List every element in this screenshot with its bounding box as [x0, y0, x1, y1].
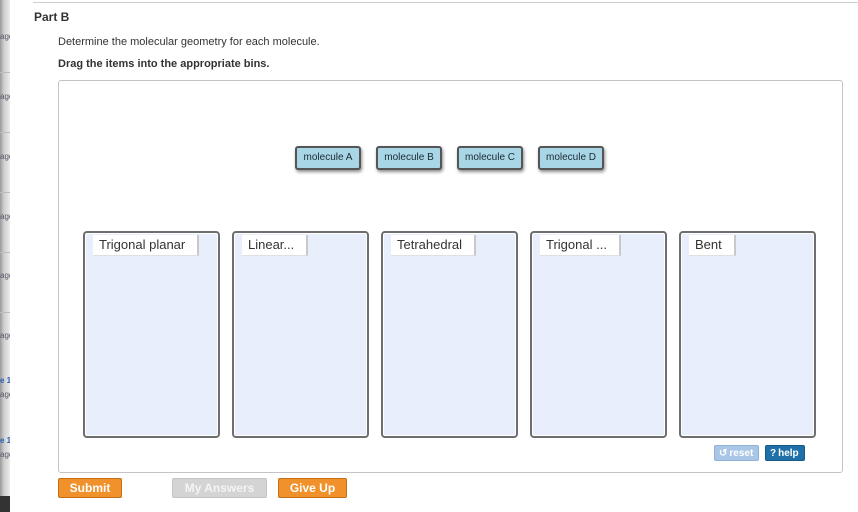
help-button[interactable]: ?help [765, 445, 805, 461]
sidebar-fragment[interactable]: agc [0, 331, 10, 340]
sidebar-fragment[interactable]: e 1 [0, 436, 10, 445]
bin-trigonal[interactable]: Trigonal ... [530, 231, 667, 438]
sidebar-fragment[interactable]: e 1 [0, 376, 10, 385]
reset-icon: ↺ [719, 448, 728, 459]
sidebar-fragment[interactable]: agc [0, 92, 10, 101]
sidebar-clipped: agc agc agc agc agc agc e 1 agc e 1 agc [0, 0, 10, 512]
sidebar-divider [0, 132, 10, 133]
submit-button[interactable]: Submit [58, 478, 122, 498]
bin-label: Tetrahedral [391, 235, 477, 256]
bin-tetrahedral[interactable]: Tetrahedral [381, 231, 518, 438]
sidebar-divider [0, 192, 10, 193]
sidebar-divider [0, 252, 10, 253]
help-label: help [778, 448, 799, 459]
bin-label: Trigonal planar [93, 235, 200, 256]
sidebar-fragment[interactable]: agc [0, 271, 10, 280]
reset-button[interactable]: ↺reset [714, 445, 759, 461]
sidebar-fragment[interactable]: agc [0, 450, 10, 459]
section-divider [33, 2, 858, 3]
bin-trigonal-planar[interactable]: Trigonal planar [83, 231, 220, 438]
sidebar-scrollbar[interactable] [0, 496, 10, 512]
bin-bent[interactable]: Bent [679, 231, 816, 438]
draggable-molecule-a[interactable]: molecule A [295, 146, 361, 170]
my-answers-button[interactable]: My Answers [172, 478, 267, 498]
sidebar-divider [0, 72, 10, 73]
sidebar-fragment[interactable]: agc [0, 32, 10, 41]
question-text: Determine the molecular geometry for eac… [58, 36, 320, 48]
bin-linear[interactable]: Linear... [232, 231, 369, 438]
sidebar-divider [0, 312, 10, 313]
sidebar-fragment[interactable]: agc [0, 152, 10, 161]
draggable-molecule-c[interactable]: molecule C [457, 146, 523, 170]
bin-label: Bent [689, 235, 736, 256]
sidebar-fragment[interactable]: agc [0, 212, 10, 221]
help-icon: ? [770, 448, 777, 459]
sidebar-fragment[interactable]: agc [0, 390, 10, 399]
bin-label: Trigonal ... [540, 235, 621, 256]
instructions-text: Drag the items into the appropriate bins… [58, 58, 270, 70]
bin-label: Linear... [242, 235, 309, 256]
draggable-molecule-b[interactable]: molecule B [376, 146, 442, 170]
reset-label: reset [729, 448, 754, 459]
give-up-button[interactable]: Give Up [278, 478, 347, 498]
part-title: Part B [34, 10, 70, 24]
draggable-molecule-d[interactable]: molecule D [538, 146, 604, 170]
